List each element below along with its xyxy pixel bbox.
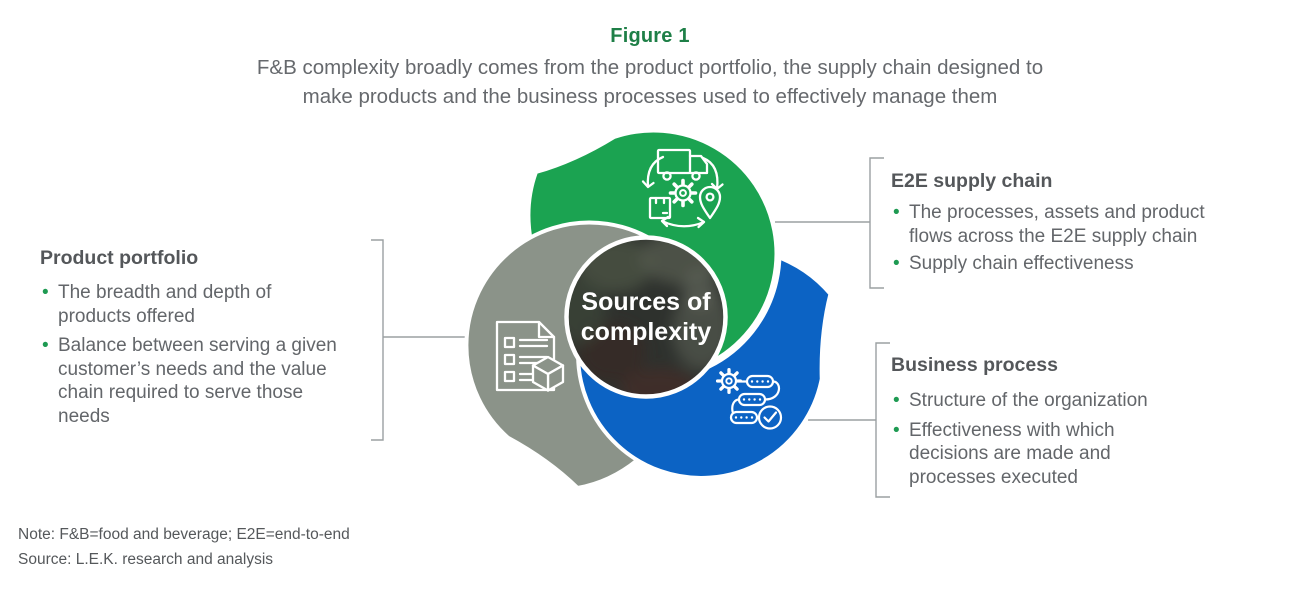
package-icon — [648, 196, 672, 220]
product-portfolio-bullets: The breadth and depth of products offere… — [40, 281, 340, 428]
bullet-item: The breadth and depth of products offere… — [40, 281, 340, 328]
gear-icon — [715, 367, 743, 395]
truck-icon — [656, 148, 709, 181]
bracket-e2e-supply-chain — [775, 157, 884, 289]
center-label-line1: Sources of — [581, 288, 711, 316]
location-pin-icon — [698, 185, 722, 220]
bullet-item: Effectiveness with which decisions are m… — [891, 419, 1163, 490]
figure-subtitle-line2: make products and the business processes… — [302, 85, 998, 108]
product-checklist-icon — [495, 320, 565, 392]
e2e-supply-chain-block: E2E supply chain The processes, assets a… — [891, 169, 1266, 280]
figure-subtitle-line1: F&B complexity broadly comes from the pr… — [256, 56, 1044, 79]
product-portfolio-heading: Product portfolio — [40, 247, 199, 269]
business-process-heading: Business process — [891, 354, 1058, 376]
bullet-item: Supply chain effectiveness — [891, 252, 1241, 276]
process-step-pills — [729, 374, 775, 425]
e2e-supply-chain-bullets: The processes, assets and product flows … — [891, 201, 1241, 276]
business-process-bullets: Structure of the organization Effectiven… — [891, 389, 1163, 489]
business-process-block: Business process Structure of the organi… — [891, 353, 1186, 495]
product-portfolio-block: Product portfolio The breadth and depth … — [40, 246, 375, 434]
figure-label: Figure 1 — [610, 25, 690, 47]
pill-dots — [734, 380, 770, 419]
center-circle-ring — [564, 235, 728, 399]
note-line: Note: F&B=food and beverage; E2E=end-to-… — [18, 526, 350, 543]
gear-icon — [668, 178, 698, 208]
check-circle-icon — [757, 405, 783, 430]
source-line: Source: L.E.K. research and analysis — [18, 550, 274, 568]
e2e-supply-chain-heading: E2E supply chain — [891, 170, 1053, 192]
process-flow-icon — [715, 367, 783, 430]
supply-chain-cycle-icon — [641, 148, 724, 229]
box-icon — [531, 355, 565, 392]
footnotes: Note: F&B=food and beverage; E2E=end-to-… — [18, 523, 350, 572]
figure-subtitle: F&B complexity broadly comes from the pr… — [0, 53, 1300, 111]
center-label-line2: complexity — [581, 318, 712, 346]
cycle-arrows — [641, 155, 724, 229]
bullet-item: Structure of the organization — [891, 389, 1163, 413]
bullet-item: Balance between serving a given customer… — [40, 334, 340, 428]
bracket-business-process — [808, 342, 890, 498]
bracket-product-portfolio — [371, 239, 470, 441]
bullet-item: The processes, assets and product flows … — [891, 201, 1241, 248]
